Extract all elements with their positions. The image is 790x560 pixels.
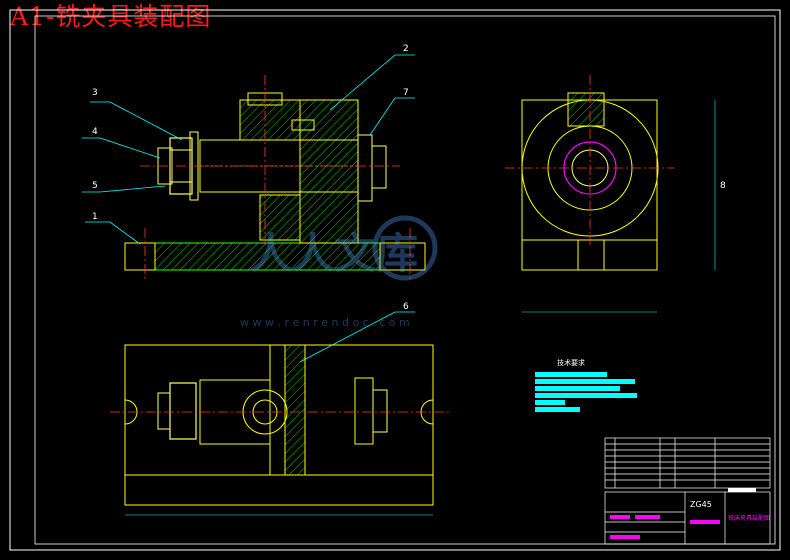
label-2: 2 <box>403 44 409 54</box>
label-8: 8 <box>720 181 726 191</box>
label-6: 6 <box>403 302 409 312</box>
watermark-url: w w w . r e n r e n d o c . c o m <box>240 316 410 329</box>
leader-lines <box>82 54 415 363</box>
page-title: A1-铣夹具装配图 <box>10 2 212 31</box>
part-number-labels: 3 4 5 1 2 7 6 8 <box>92 44 726 312</box>
label-3: 3 <box>92 88 98 98</box>
outer-frame <box>9 9 781 551</box>
drawing-name: 铣床夹具装配图 <box>728 514 770 522</box>
label-7: 7 <box>403 88 409 98</box>
watermark-brand: 人人文库 <box>250 229 418 278</box>
top-view <box>110 344 450 516</box>
front-view <box>124 75 426 280</box>
label-4: 4 <box>92 127 98 137</box>
tech-req-heading: 技术要求 <box>557 358 585 367</box>
inner-frame <box>34 15 776 545</box>
tech-requirements-bars <box>535 372 637 412</box>
label-5: 5 <box>92 181 98 191</box>
label-1: 1 <box>92 212 98 222</box>
parts-table <box>604 437 771 545</box>
title-block-marks <box>610 515 720 539</box>
material-label: ZG45 <box>690 500 712 509</box>
watermark: 人人文库 w w w . r e n r e n d o c . c o m <box>240 215 438 329</box>
side-view <box>505 75 716 313</box>
title-block-bar <box>728 488 756 492</box>
